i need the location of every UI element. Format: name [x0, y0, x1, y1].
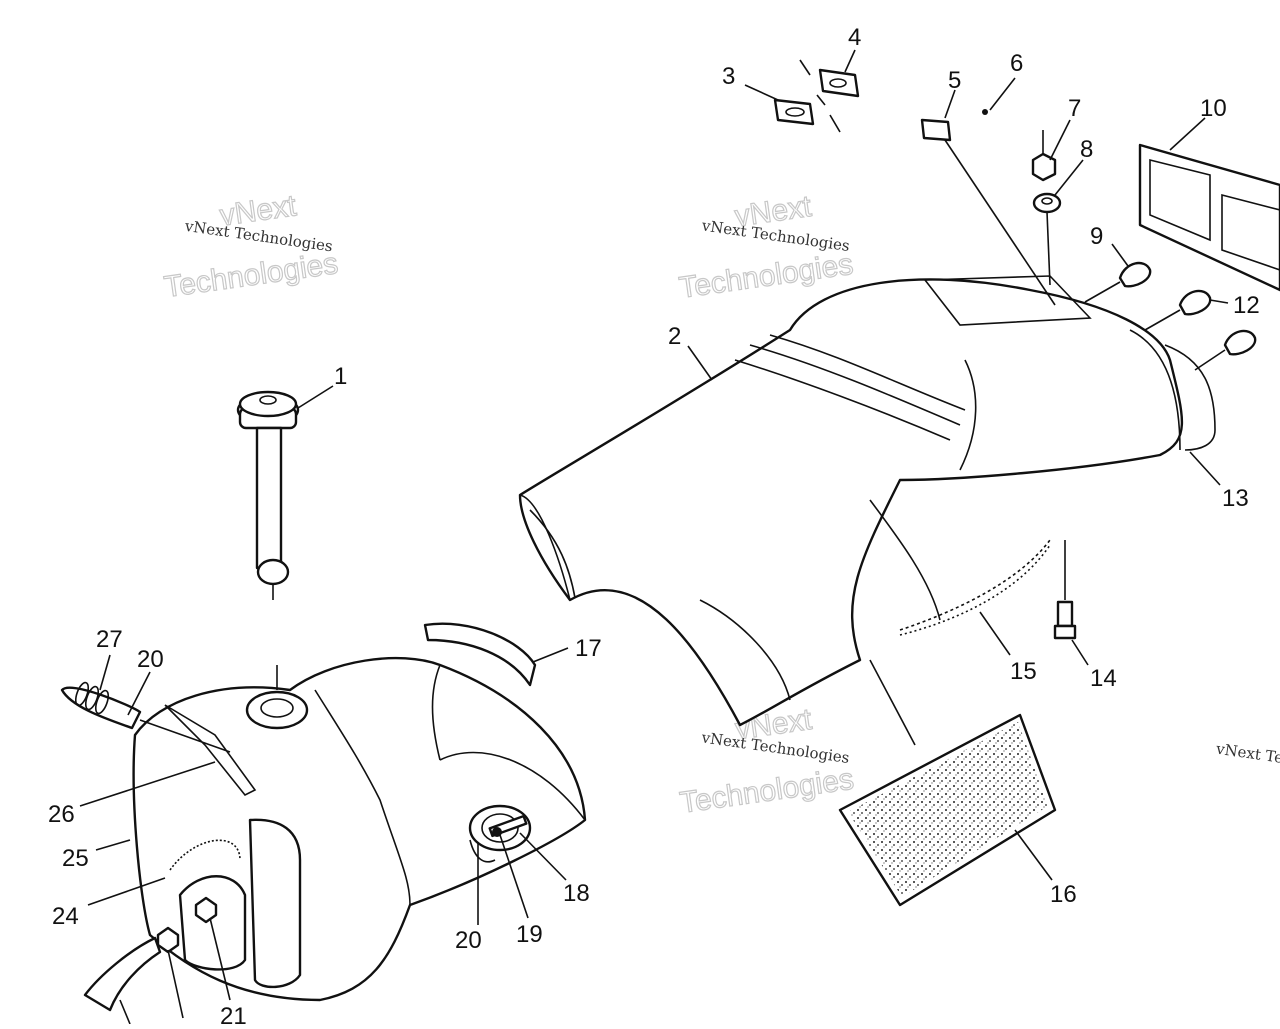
callout-15: 15: [1010, 658, 1037, 685]
clamp-27-part: [74, 681, 110, 715]
watermark-text-edge: vNext Te: [1214, 740, 1280, 767]
bulb-9-part: [1084, 261, 1152, 303]
callout-18: 18: [563, 880, 590, 907]
callout-1: 1: [334, 363, 347, 390]
callout-labels: 1 2 3 4 5 6 7 8 9 10 12 13 14 15 16 17 1…: [48, 24, 1260, 1029]
callout-20-lower: 20: [455, 927, 482, 954]
callout-13: 13: [1222, 485, 1249, 512]
tab-5-part: [920, 109, 988, 142]
callout-26: 26: [48, 801, 75, 828]
fuel-line-24-part: [83, 936, 162, 1012]
bolt-14-part: [1053, 540, 1077, 640]
watermark-technologies: Technologies: [162, 247, 340, 304]
fuel-sender-part: [236, 390, 300, 600]
callout-27: 27: [96, 626, 123, 653]
callout-9: 9: [1090, 223, 1103, 250]
callout-7: 7: [1068, 95, 1081, 122]
callout-24: 24: [52, 903, 79, 930]
callout-8: 8: [1080, 136, 1093, 163]
callout-10: 10: [1200, 95, 1227, 122]
rivet-6-part: [982, 109, 988, 115]
nut-7-part: [1031, 130, 1057, 182]
callout-3: 3: [722, 63, 735, 90]
washer-8-part: [1032, 192, 1062, 214]
watermark-technologies: Technologies: [678, 763, 856, 820]
callout-16: 16: [1050, 881, 1077, 908]
bulb-11-part: [1194, 329, 1257, 371]
plate-3-part: [773, 98, 815, 126]
callout-6: 6: [1010, 50, 1023, 77]
callout-4: 4: [848, 24, 861, 51]
foam-pad-16-part: [838, 659, 1057, 907]
strap-17-part: [423, 622, 537, 687]
callout-12: 12: [1233, 292, 1260, 319]
callout-25: 25: [62, 845, 89, 872]
callout-21: 21: [220, 1003, 247, 1024]
callout-19: 19: [516, 921, 543, 948]
callout-20-upper: 20: [137, 646, 164, 673]
vent-fitting-18-part: [488, 814, 528, 838]
leader-lines: [79, 49, 1229, 1025]
callout-5: 5: [948, 67, 961, 94]
plate-4-part: [799, 59, 860, 133]
callout-17: 17: [575, 635, 602, 662]
fuel-tank-25-part: [132, 656, 587, 1002]
bulb-12-part: [1144, 289, 1212, 331]
callout-2: 2: [668, 323, 681, 350]
taillight-lens-10-part: [1138, 143, 1280, 292]
seat-part: [518, 275, 1216, 727]
callout-14: 14: [1090, 665, 1117, 692]
